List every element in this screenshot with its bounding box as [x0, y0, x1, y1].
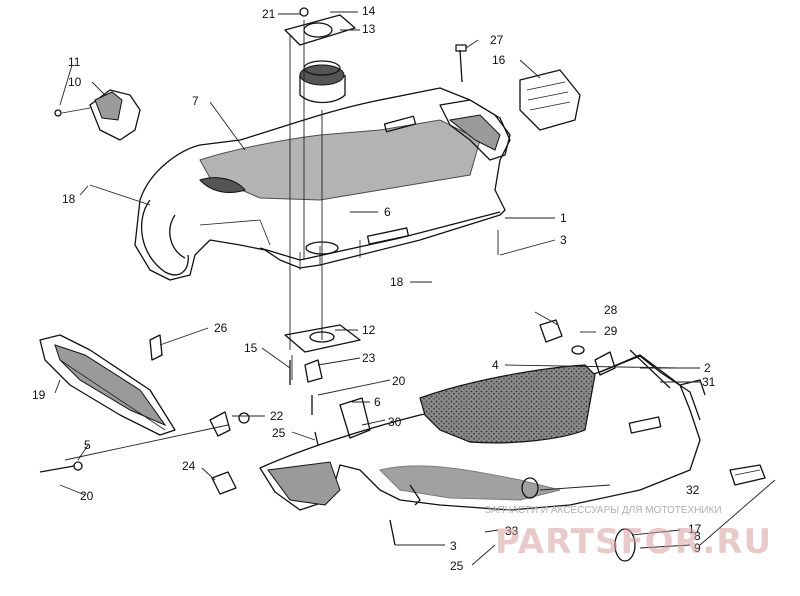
callout-20-lower: 20	[80, 489, 94, 503]
assembly-lines	[64, 20, 499, 461]
callout-18-upper: 18	[62, 192, 76, 206]
callout-29: 29	[604, 324, 618, 338]
callout-9: 9	[694, 541, 701, 555]
watermark-caption: ЗАПЧАСТИ И АКСЕССУАРЫ ДЛЯ МОТОТЕХНИКИ	[485, 505, 722, 516]
callout-25-upper: 25	[272, 426, 286, 440]
lower-chassis-assembly	[259, 354, 766, 562]
callout-4: 4	[492, 358, 499, 372]
mounting-plate-part-12	[284, 324, 361, 353]
callout-11: 11	[68, 55, 81, 69]
callout-14: 14	[362, 4, 376, 18]
callout-32: 32	[686, 483, 700, 497]
callout-2: 2	[704, 361, 711, 375]
callout-20-upper: 20	[392, 374, 406, 388]
upper-chassis-assembly	[134, 87, 511, 281]
callout-16: 16	[492, 53, 506, 67]
callout-27: 27	[490, 33, 504, 47]
callout-31: 31	[702, 375, 716, 389]
callout-22: 22	[270, 409, 284, 423]
callout-13: 13	[362, 22, 376, 36]
callout-10: 10	[68, 75, 82, 89]
vent-part-16	[455, 44, 581, 131]
bracket-part-10	[54, 89, 141, 141]
callout-12: 12	[362, 323, 376, 337]
callout-5: 5	[84, 438, 91, 452]
callout-15: 15	[244, 341, 258, 355]
watermark-logo: PARTSFOR.RU	[495, 522, 772, 560]
callout-33: 33	[505, 524, 519, 538]
callout-7: 7	[192, 94, 199, 108]
callout-3-lower: 3	[450, 539, 457, 553]
callout-8: 8	[694, 529, 701, 543]
callout-3-upper: 3	[560, 233, 567, 247]
callout-17: 17	[688, 522, 702, 536]
svg-text:PARTSFOR.RU: PARTSFOR.RU	[495, 522, 772, 560]
callout-21: 21	[262, 7, 276, 21]
top-plate-stack	[284, 7, 356, 104]
callout-18-lower: 18	[390, 275, 404, 289]
callout-30: 30	[388, 415, 402, 429]
callout-6-lower: 6	[374, 395, 381, 409]
callout-28: 28	[604, 303, 618, 317]
callout-23: 23	[362, 351, 376, 365]
callout-26: 26	[214, 321, 228, 335]
small-hardware	[39, 334, 371, 495]
callout-25-lower: 25	[450, 559, 464, 573]
callout-1: 1	[560, 211, 567, 225]
side-panel-part-19	[39, 334, 176, 436]
callout-labels: 21 14 13 27 16 11 10 7 18 6 1 3 18 12 26…	[32, 4, 716, 573]
callout-24: 24	[182, 459, 196, 473]
callout-6-upper: 6	[384, 205, 391, 219]
callout-leaders	[54, 11, 776, 566]
callout-19: 19	[32, 388, 46, 402]
